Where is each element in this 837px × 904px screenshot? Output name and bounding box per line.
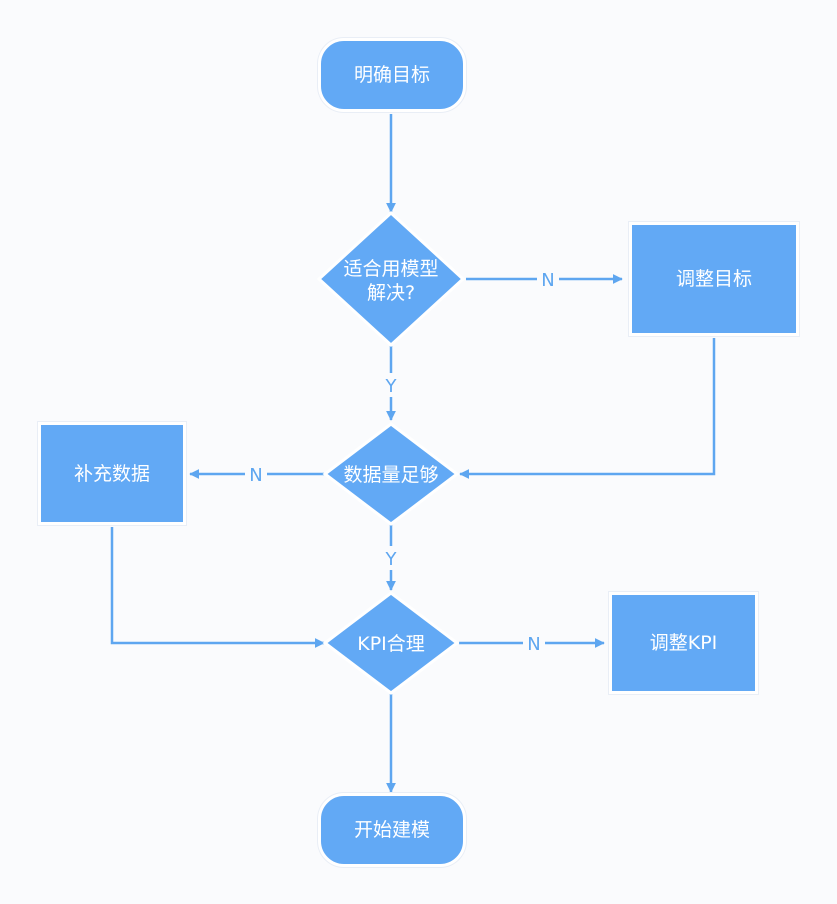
decision-model-fit-line2: 解决? xyxy=(367,282,415,304)
decision-kpi-reasonable-label: KPI合理 xyxy=(357,633,425,655)
edge-label-bg xyxy=(380,373,402,397)
edge-label-data-no: N xyxy=(249,465,262,486)
edge-label-bg xyxy=(245,463,267,485)
decision-kpi-reasonable[interactable]: KPI合理 xyxy=(322,591,460,695)
end-node-label: 开始建模 xyxy=(353,819,430,841)
start-node-label: 明确目标 xyxy=(353,64,430,86)
edge-label-data-yes: Y xyxy=(385,549,398,570)
decision-model-fit[interactable]: 适合用模型 解决? xyxy=(316,210,466,348)
process-supplement-data-label: 补充数据 xyxy=(73,462,150,485)
process-adjust-target-label: 调整目标 xyxy=(675,268,752,290)
edge-label-bg xyxy=(523,632,545,654)
edge-label-kpi-no: N xyxy=(527,634,540,655)
edge-label-fit-yes: Y xyxy=(385,376,398,397)
process-supplement-data[interactable]: 补充数据 xyxy=(38,422,186,525)
edge-label-bg xyxy=(380,546,402,570)
edge-adjust-target-to-data-enough xyxy=(459,338,716,479)
edge-label-fit-no: N xyxy=(541,270,554,291)
start-node[interactable]: 明确目标 xyxy=(318,38,466,112)
process-adjust-kpi[interactable]: 调整KPI xyxy=(609,592,758,694)
edge-supplement-to-kpi xyxy=(110,527,325,648)
decision-data-enough-label: 数据量足够 xyxy=(343,464,438,486)
decision-data-enough[interactable]: 数据量足够 xyxy=(322,422,460,526)
decision-model-fit-line1: 适合用模型 xyxy=(343,258,438,280)
end-node[interactable]: 开始建模 xyxy=(318,793,466,867)
process-adjust-target[interactable]: 调整目标 xyxy=(629,222,799,336)
process-adjust-kpi-label: 调整KPI xyxy=(649,632,718,654)
edge-label-bg xyxy=(537,268,559,290)
